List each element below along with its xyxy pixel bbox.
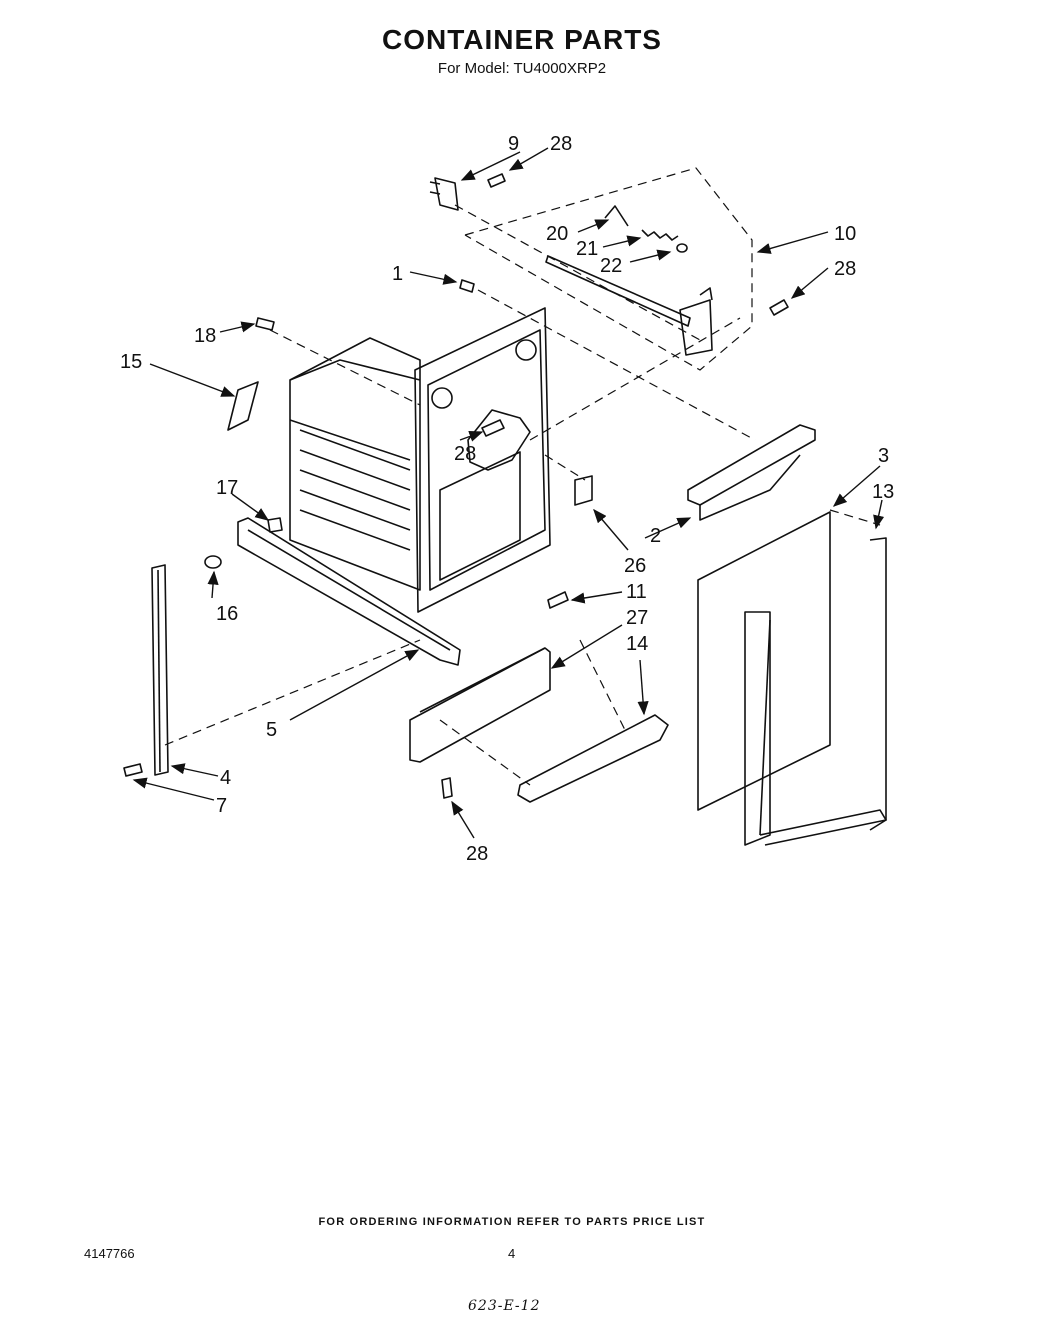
washer-part-22 bbox=[676, 243, 688, 253]
callout-label: 28 bbox=[454, 443, 476, 465]
screw-part-28-bottom bbox=[441, 777, 453, 799]
cover-part-15 bbox=[227, 381, 259, 431]
screw-part-18 bbox=[255, 317, 275, 331]
callout-label: 2 bbox=[650, 525, 661, 547]
washer-part-16 bbox=[204, 555, 222, 569]
callout-label: 16 bbox=[216, 603, 238, 625]
callout-label: 27 bbox=[626, 607, 648, 629]
callout-label: 28 bbox=[466, 843, 488, 865]
screw-part-11 bbox=[547, 591, 569, 609]
assembly-guide-lines bbox=[164, 167, 881, 786]
screw-part-7 bbox=[123, 763, 143, 777]
document-number: 4147766 bbox=[84, 1246, 135, 1261]
screw-part-28-right bbox=[769, 299, 789, 316]
callout-label: 17 bbox=[216, 477, 238, 499]
hinge-bar-part-10 bbox=[545, 255, 713, 356]
callout-label: 15 bbox=[120, 351, 142, 373]
callout-label: 20 bbox=[546, 223, 568, 245]
clip-part-26 bbox=[574, 475, 593, 506]
page-number: 4 bbox=[508, 1246, 516, 1261]
screw-part-28-center bbox=[481, 419, 505, 437]
base-rail-part-5 bbox=[237, 517, 461, 666]
callout-label: 26 bbox=[624, 555, 646, 577]
callout-label: 11 bbox=[626, 581, 647, 603]
back-panel bbox=[414, 307, 551, 613]
callout-label: 13 bbox=[872, 481, 894, 503]
spring-part-21 bbox=[641, 229, 679, 241]
container-liner-body bbox=[289, 337, 421, 591]
handwritten-code: 623-E-12 bbox=[468, 1298, 541, 1314]
callout-label: 21 bbox=[576, 238, 598, 260]
callout-label: 10 bbox=[834, 223, 856, 245]
gasket-frame-part-13 bbox=[744, 537, 887, 846]
rail-part-2 bbox=[687, 424, 816, 521]
page-title: CONTAINER PARTS bbox=[382, 24, 662, 55]
side-rail-part-4 bbox=[151, 564, 169, 776]
model-subtitle: For Model: TU4000XRP2 bbox=[437, 60, 607, 77]
callout-label: 3 bbox=[878, 445, 889, 467]
callout-label: 7 bbox=[216, 795, 227, 817]
callout-label: 4 bbox=[220, 767, 231, 789]
callout-label: 18 bbox=[194, 325, 216, 347]
leader-arrows bbox=[132, 147, 885, 839]
bracket-part-9 bbox=[429, 177, 459, 211]
callout-label: 1 bbox=[392, 263, 403, 285]
rod-part-20 bbox=[604, 205, 629, 227]
screw-part-17 bbox=[267, 517, 283, 533]
screw-part-28-top bbox=[487, 173, 506, 188]
callout-label: 9 bbox=[508, 133, 519, 155]
ordering-info-note: FOR ORDERING INFORMATION REFER TO PARTS … bbox=[318, 1216, 706, 1228]
kickplate-part-27 bbox=[409, 647, 551, 763]
callout-label: 28 bbox=[834, 258, 856, 280]
callout-label: 28 bbox=[550, 133, 572, 155]
door-panel-part-3 bbox=[697, 511, 831, 811]
callout-label: 5 bbox=[266, 719, 277, 741]
screw-part-1 bbox=[459, 279, 475, 293]
grille-part-14 bbox=[517, 714, 669, 803]
callout-label: 14 bbox=[626, 633, 648, 655]
callout-label: 22 bbox=[600, 255, 622, 277]
